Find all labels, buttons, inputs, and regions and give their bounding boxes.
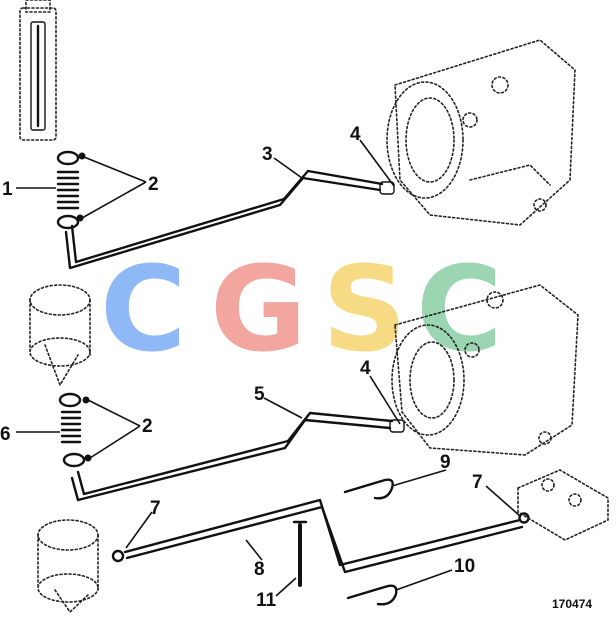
- tube-drain: [111, 498, 530, 574]
- spring-upper: [56, 150, 86, 230]
- callout-2-upper: 2: [148, 174, 159, 195]
- callout-11: 11: [256, 590, 277, 611]
- tube-upper: [64, 169, 395, 270]
- tube-lower: [70, 411, 405, 502]
- callout-5: 5: [254, 384, 265, 405]
- callout-2-lower: 2: [142, 416, 153, 437]
- callout-9: 9: [440, 452, 451, 473]
- engine-block-upper: [386, 39, 576, 226]
- filter-housing-lower: [37, 519, 99, 614]
- clip-upper: [343, 478, 394, 500]
- watermark-letter-c2: C: [416, 240, 503, 378]
- callout-4-upper: 4: [350, 124, 361, 145]
- callout-4-lower: 4: [360, 358, 371, 379]
- watermark-letter-c1: C: [100, 240, 187, 378]
- watermark-letter-g: G: [210, 240, 307, 378]
- callout-7-right: 7: [472, 472, 483, 493]
- filter-element-top: [19, 0, 57, 141]
- clip-lower: [346, 584, 398, 606]
- spring-lower: [58, 392, 92, 468]
- engine-block-lower: [391, 284, 579, 456]
- clamp-block: [517, 469, 609, 541]
- figure-reference-number: 170474: [552, 597, 592, 611]
- leader-lines: [16, 139, 521, 597]
- callout-6: 6: [0, 424, 11, 445]
- watermark-letter-s: S: [322, 240, 407, 378]
- screw: [292, 520, 308, 587]
- callout-7-left: 7: [150, 498, 161, 519]
- callout-3: 3: [262, 144, 273, 165]
- callout-10: 10: [454, 556, 475, 577]
- watermark: C G S C: [100, 240, 503, 378]
- callout-1: 1: [2, 179, 13, 200]
- callout-8: 8: [254, 559, 265, 580]
- filter-housing-upper: [29, 284, 91, 387]
- callouts: 1 2 3 4 5 4 6 2 7 9 7 8 10 11 170474: [0, 124, 592, 611]
